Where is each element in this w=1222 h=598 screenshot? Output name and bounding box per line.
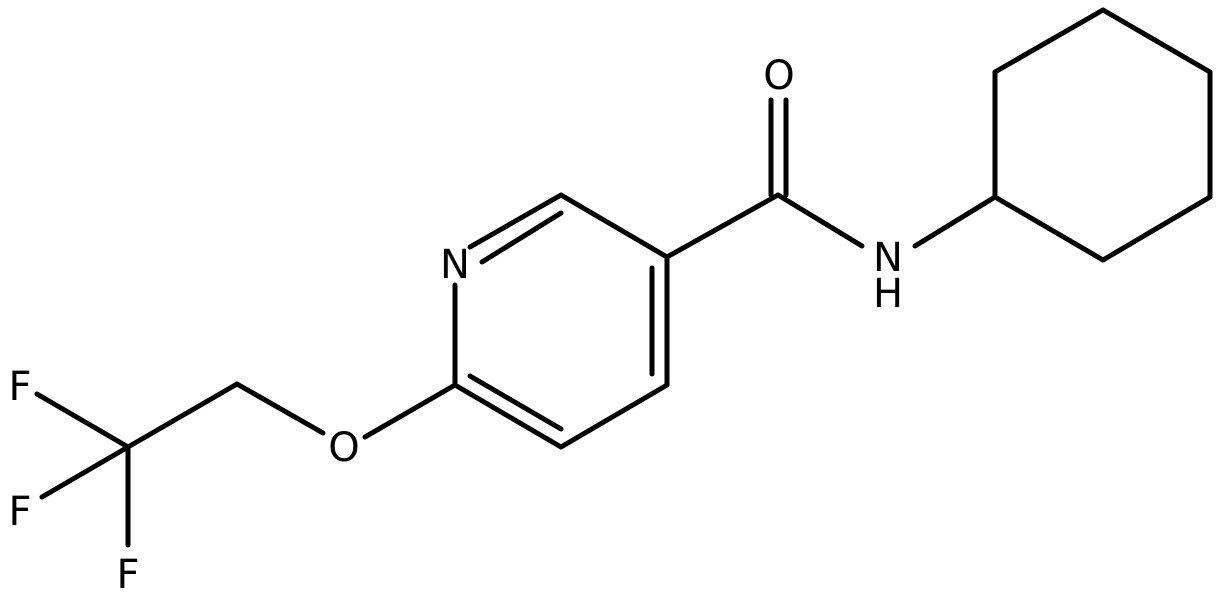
- bond-c5-c6-inner: [467, 373, 564, 432]
- cyclohexyl-ring: [992, 7, 1213, 263]
- atom-f-1: F: [8, 364, 31, 410]
- atom-n-amide: N: [873, 235, 903, 281]
- atom-labels: O N N H O F F F: [8, 53, 903, 598]
- bond-cy4-cy5: [1100, 7, 1213, 75]
- bond-o-ch2: [234, 381, 326, 436]
- amide-group: [664, 97, 998, 260]
- bond-cf3-f2: [39, 444, 131, 500]
- atom-o-carbonyl: O: [763, 53, 794, 99]
- bond-n1-c2-inner: [479, 210, 564, 265]
- trifluoroethoxy-group: [34, 381, 458, 548]
- bond-n-cyclohexyl: [912, 194, 998, 249]
- atom-n-ring: N: [440, 242, 470, 288]
- bond-n1-c2: [467, 192, 564, 250]
- bond-c3-carbonyl: [664, 192, 781, 260]
- atom-f-3: F: [116, 552, 139, 598]
- bond-carbonyl-n: [775, 192, 865, 249]
- bond-ch2-cf3: [125, 381, 240, 450]
- bond-c6-o: [362, 382, 458, 440]
- pyridine-ring: [452, 192, 670, 450]
- bond-c4-c5: [558, 382, 670, 450]
- atom-h-amide: H: [873, 271, 903, 317]
- bond-c2-c3: [558, 192, 670, 260]
- bond-c5-c6: [452, 382, 564, 450]
- bond-cy5-cy6: [992, 7, 1106, 75]
- bond-cy2-cy3: [1100, 194, 1213, 263]
- atom-o-ether: O: [328, 425, 359, 471]
- bond-cy1-cy2: [992, 194, 1106, 263]
- atom-f-2: F: [8, 489, 31, 535]
- bond-cf3-f1: [34, 391, 131, 450]
